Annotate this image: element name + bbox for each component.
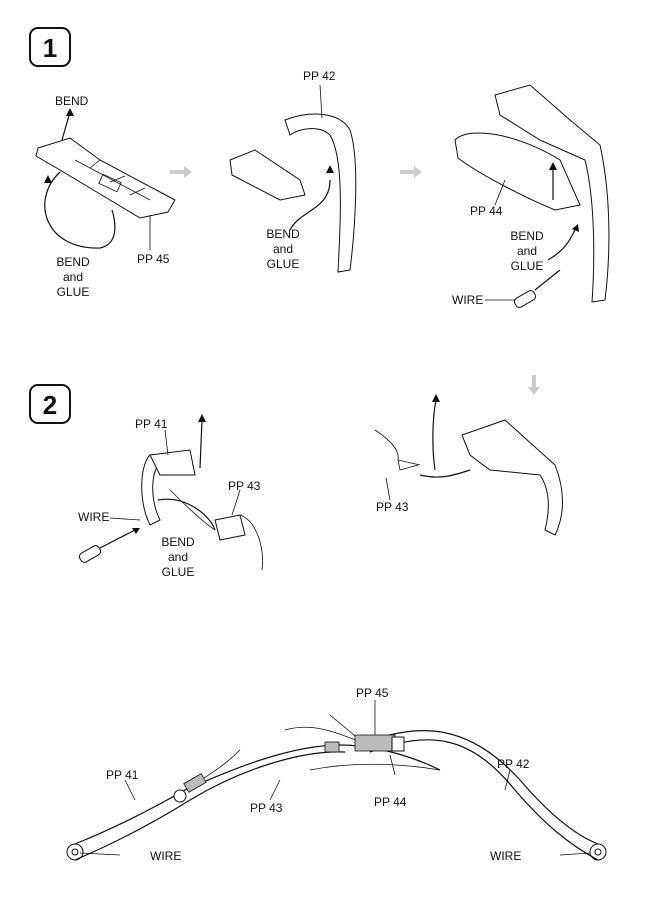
label-pp45: PP 45: [137, 252, 170, 266]
label-wire-left: WIRE: [150, 849, 181, 863]
down-arrow: [528, 375, 540, 395]
svg-text:BEND: BEND: [266, 227, 300, 241]
label-pp41: PP 41: [135, 417, 168, 431]
next-arrow: [170, 166, 192, 178]
svg-text:BEND: BEND: [510, 229, 544, 243]
label-wire: WIRE: [452, 293, 483, 307]
svg-text:and: and: [273, 242, 293, 256]
label-pp43-b: PP 43: [376, 500, 409, 514]
step-1-badge: 1: [29, 27, 71, 67]
label-bend-and-glue-a: BEND and GLUE: [56, 255, 90, 299]
svg-text:BEND: BEND: [56, 255, 90, 269]
label-pp42: PP 42: [497, 757, 530, 771]
label-bend: BEND: [55, 94, 89, 108]
label-pp43: PP 43: [250, 801, 283, 815]
label-bend-and-glue-c: BEND and GLUE: [510, 229, 544, 273]
step-2-badge: 2: [29, 384, 71, 424]
label-pp41: PP 41: [106, 768, 139, 782]
label-pp43: PP 43: [228, 479, 261, 493]
part-pp44-assembly: [454, 84, 610, 308]
label-bend-and-glue-b: BEND and GLUE: [266, 227, 300, 271]
next-arrow: [400, 166, 422, 178]
label-bend-and-glue: BEND and GLUE: [161, 535, 195, 579]
svg-text:and: and: [63, 270, 83, 284]
step2-left-assembly: [78, 414, 263, 571]
label-pp44: PP 44: [470, 204, 503, 218]
label-pp44: PP 44: [374, 795, 407, 809]
svg-text:1: 1: [43, 33, 57, 63]
svg-text:GLUE: GLUE: [267, 257, 300, 271]
part-pp42-strap: [229, 84, 357, 273]
svg-text:GLUE: GLUE: [57, 285, 90, 299]
final-assembly: [66, 700, 607, 861]
label-pp45: PP 45: [356, 686, 389, 700]
label-pp42: PP 42: [303, 69, 336, 83]
svg-text:GLUE: GLUE: [162, 565, 195, 579]
step2-right-assembly: [374, 394, 563, 536]
svg-text:and: and: [517, 244, 537, 258]
part-pp45-flat: [35, 108, 176, 250]
svg-text:and: and: [168, 550, 188, 564]
label-wire-right: WIRE: [490, 849, 521, 863]
label-wire: WIRE: [78, 510, 109, 524]
svg-text:BEND: BEND: [161, 535, 195, 549]
svg-text:2: 2: [43, 390, 57, 420]
svg-text:GLUE: GLUE: [511, 259, 544, 273]
